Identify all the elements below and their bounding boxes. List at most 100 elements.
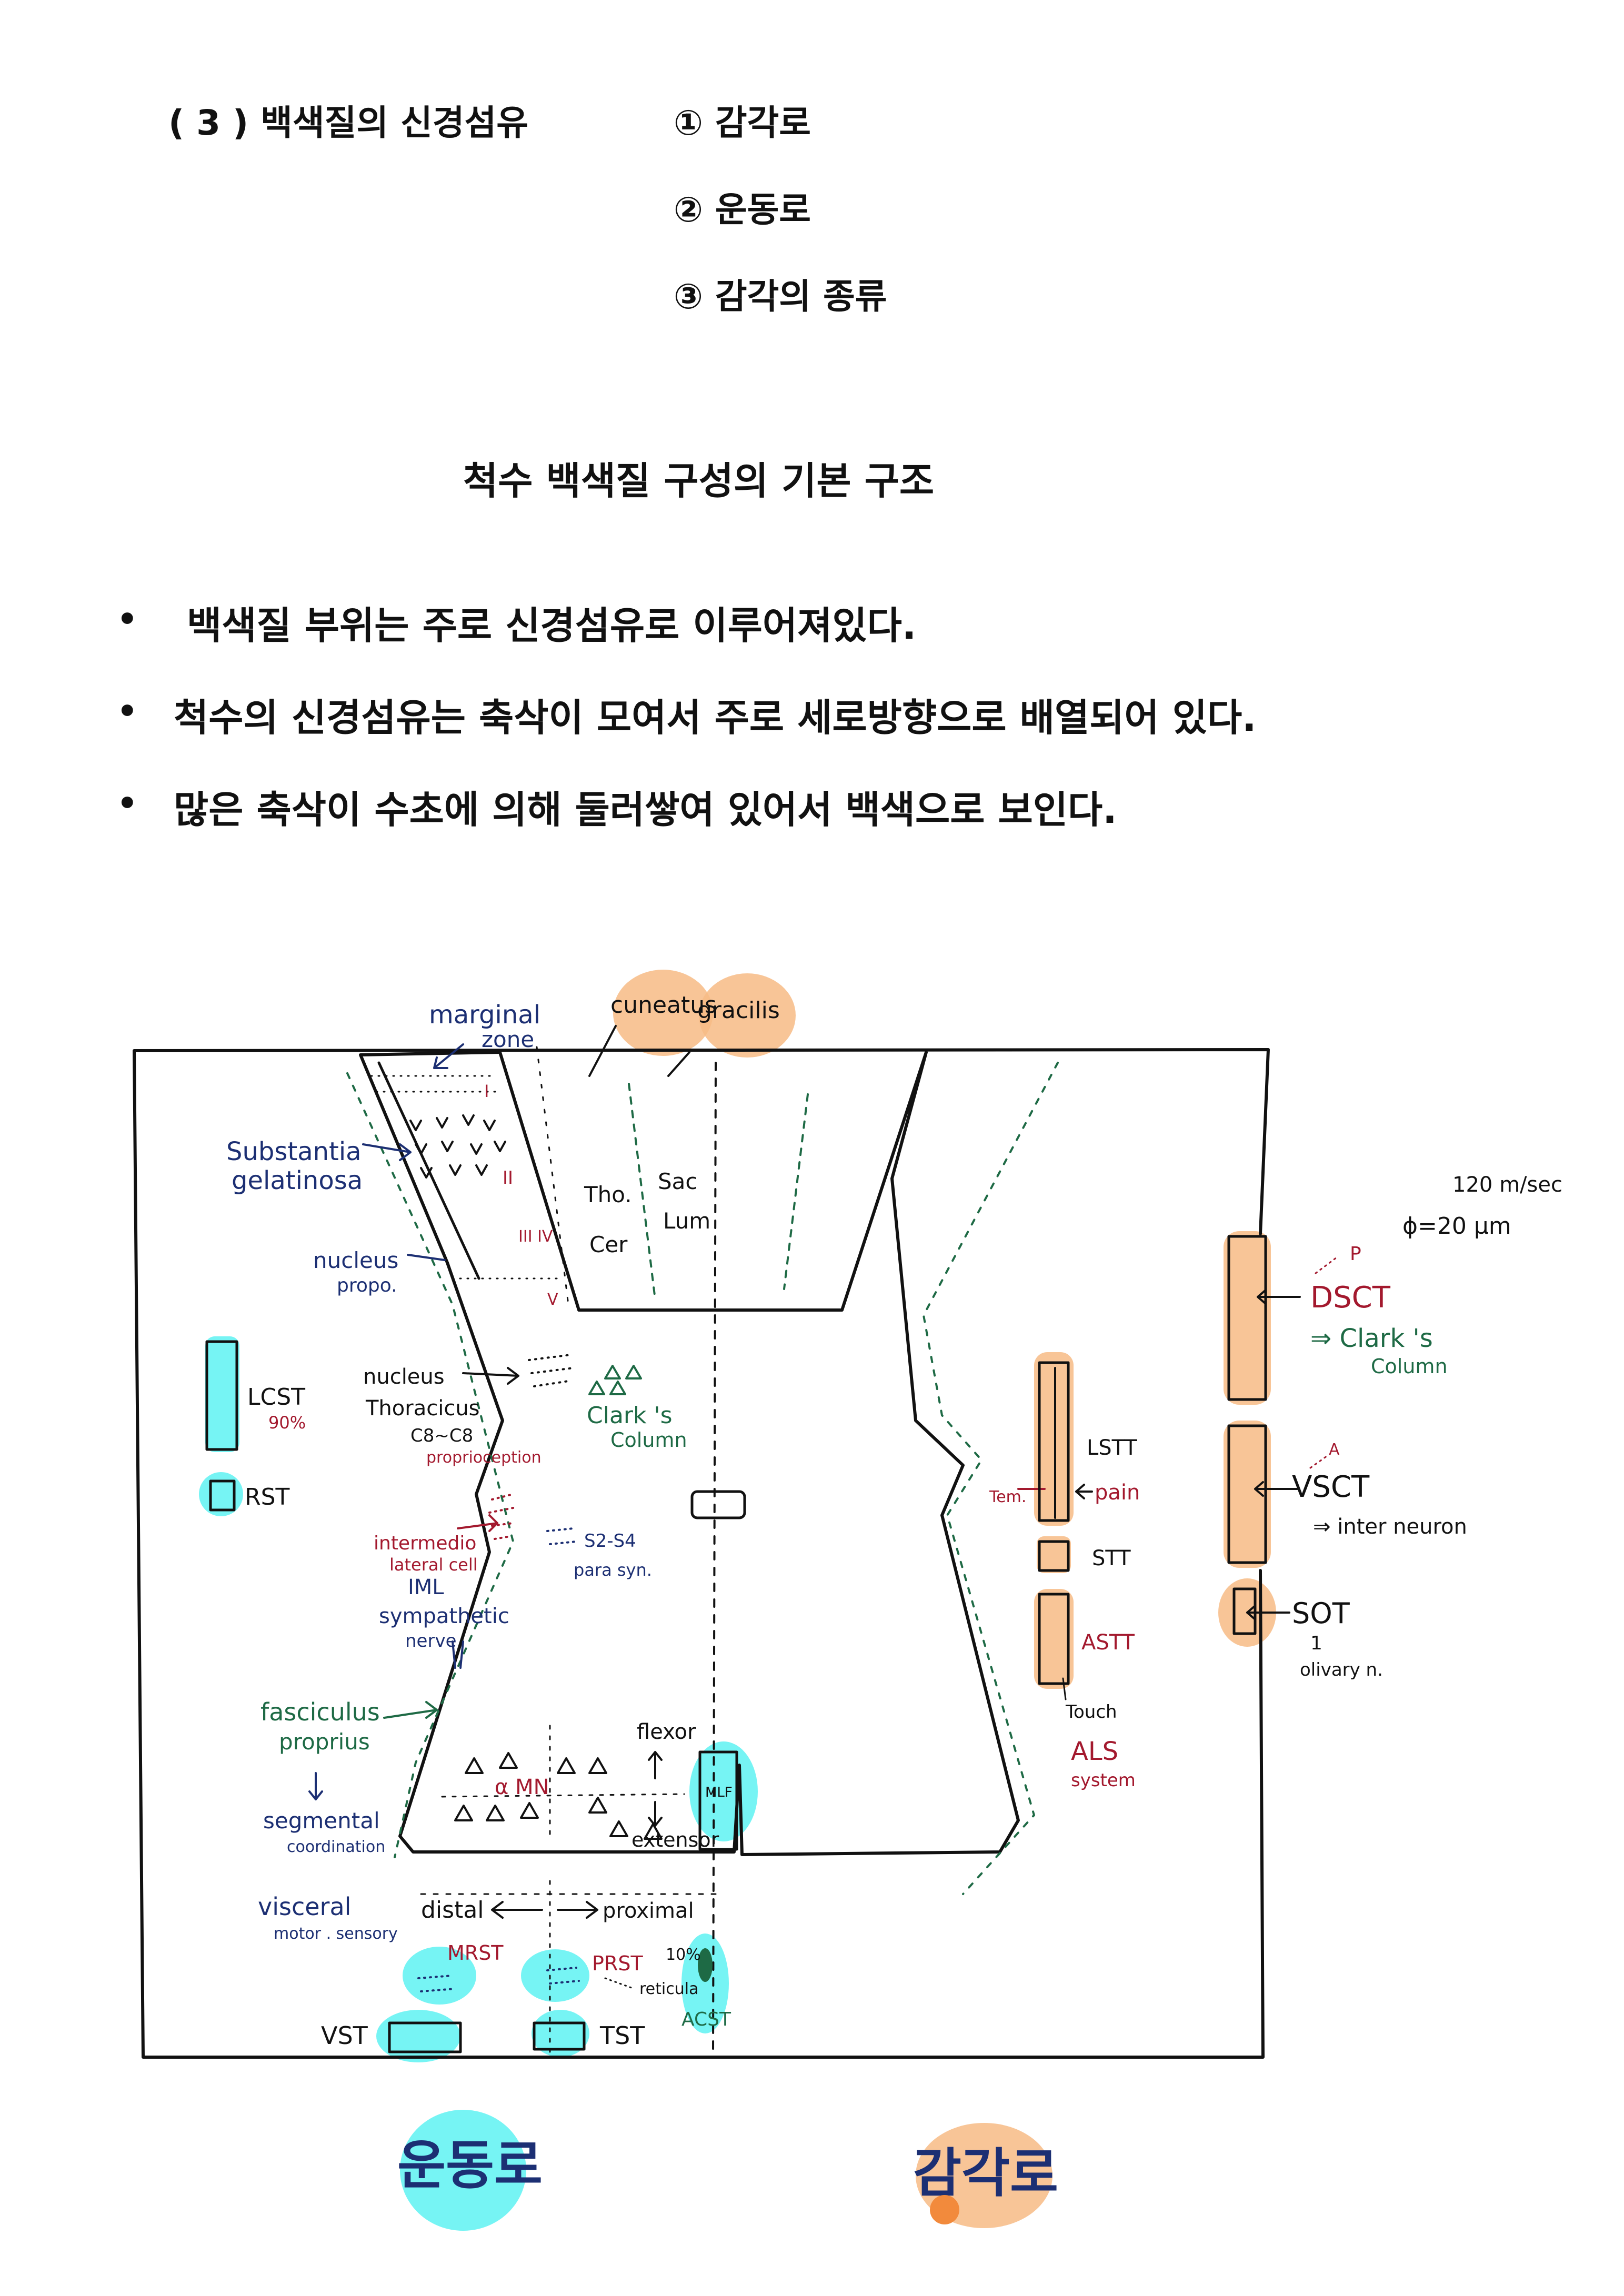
label-coordination: coordination [287, 1838, 385, 1856]
mrst-dots [417, 1975, 456, 1992]
sot-box [1232, 1587, 1257, 1635]
label-tem: Tem. [989, 1488, 1026, 1506]
acst-oval [698, 1948, 713, 1982]
vsct-arrow [1254, 1481, 1298, 1497]
gracilis-highlight [699, 973, 796, 1058]
label-mlf: MLF [705, 1785, 733, 1800]
stt-highlight [1037, 1536, 1071, 1573]
lcst-highlight [205, 1336, 239, 1452]
substantia-arrow [362, 1143, 412, 1161]
fasciculus-arrow [383, 1701, 438, 1719]
label-touch: Touch [1065, 1701, 1117, 1723]
lstt-highlight [1034, 1352, 1074, 1526]
label-sympathetic: sympathetic [379, 1604, 509, 1628]
white-matter-boundary-left [346, 1072, 514, 1858]
marginal-zone-arrow [433, 1043, 464, 1069]
bullet-marker: • [117, 600, 138, 638]
legend-sensory: 감각로 [913, 2142, 1058, 2204]
clarks-column-triangles [588, 1365, 642, 1395]
motor-legend-highlight [400, 2110, 526, 2231]
prst-dots [546, 1967, 580, 1985]
gracilis-arrow [667, 1051, 690, 1077]
label-olivary: olivary n. [1300, 1659, 1383, 1680]
label-extensor: extensor [631, 1828, 719, 1851]
label-segmental: segmental [263, 1808, 380, 1834]
astt-touch-line [1062, 1677, 1067, 1700]
label-gracilis: gracilis [697, 997, 780, 1024]
label-substantia: Substantia [226, 1137, 362, 1166]
substantia-v-marks [409, 1114, 506, 1179]
lstt-arrow [1075, 1484, 1093, 1499]
alpha-mn-triangles [454, 1752, 663, 1840]
label-sot: SOT [1292, 1597, 1350, 1630]
acst-highlight [681, 1934, 729, 2033]
cuneatus-highlight [613, 970, 713, 1056]
cuneatus-arrow [588, 1025, 617, 1077]
label-diameter: ϕ=20 μm [1402, 1213, 1511, 1240]
dorsal-column-boundary-right [783, 1093, 809, 1290]
label-speed: 120 m/sec [1452, 1173, 1562, 1197]
label-distal: distal [421, 1897, 484, 1924]
section-heading: ( 3 ) 백색질의 신경섬유 [168, 103, 528, 143]
stt-box [1038, 1540, 1070, 1572]
green-tract-line [536, 1046, 569, 1306]
mlf-box [698, 1750, 738, 1851]
label-astt: ASTT [1081, 1630, 1135, 1655]
label-tho: Tho. [584, 1182, 632, 1207]
bullet-marker: • [117, 784, 138, 822]
label-dsct: DSCT [1310, 1281, 1391, 1315]
label-clarks-2: Column [610, 1428, 687, 1452]
figure-title: 척수 백색질 구성의 기본 구조 [463, 459, 935, 503]
label-mrst: MRST [447, 1941, 504, 1965]
label-tst: TST [599, 2021, 645, 2050]
dsct-box [1227, 1235, 1267, 1401]
label-nucleus-thor-3: C8~C8 [410, 1425, 473, 1446]
section-item-motor-tract: ② 운동로 [674, 189, 811, 230]
prst-highlight [521, 1949, 589, 2002]
label-nerve: nerve [405, 1630, 456, 1651]
section-item-sensory-tract: ① 감각로 [674, 103, 811, 143]
label-proximal: proximal [603, 1899, 694, 1923]
label-vsct-note: ⇒ inter neuron [1313, 1515, 1467, 1539]
label-lcst-pct: 90% [268, 1413, 306, 1433]
mrst-highlight [403, 1947, 476, 2005]
flexor-up-arrow [648, 1751, 663, 1779]
vst-box [388, 2021, 462, 2053]
label-nucleus-thor-2: Thoracicus [365, 1396, 480, 1421]
label-iml: IML [408, 1575, 444, 1599]
label-acst: ACST [681, 2009, 731, 2030]
reticula-dots [604, 1977, 635, 1990]
tst-box [533, 2021, 586, 2051]
label-pain: pain [1095, 1481, 1140, 1505]
label-marginal: marginal [429, 1000, 540, 1030]
label-als-1: ALS [1071, 1737, 1118, 1766]
label-stt: STT [1092, 1546, 1131, 1570]
astt-highlight [1034, 1589, 1074, 1689]
label-motor-sensory: motor . sensory [274, 1925, 398, 1943]
midline [712, 1062, 717, 2053]
label-visceral: visceral [258, 1892, 351, 1921]
label-reticula: reticula [639, 1980, 698, 1998]
sensory-legend-dot [930, 2195, 959, 2224]
p-mark-dots [1315, 1256, 1338, 1274]
dorsal-column-boundary-left [628, 1083, 656, 1301]
label-flexor: flexor [637, 1720, 696, 1744]
label-s2s4: S2-S4 [584, 1530, 636, 1552]
label-vst: VST [321, 2021, 368, 2050]
distal-arrow [491, 1901, 543, 1919]
label-lamina-3-4: III IV [518, 1227, 553, 1246]
bullet-item: 많은 축삭이 수초에 의해 둘러쌓여 있어서 백색으로 보인다. [174, 788, 1117, 832]
motor-highlights [199, 1336, 758, 2231]
dsct-arrow [1257, 1289, 1301, 1305]
label-intermedio-1: intermedio [374, 1533, 476, 1554]
nucleus-thoracicus-dots [528, 1354, 575, 1387]
white-matter-boundary-right [923, 1062, 1059, 1895]
label-lamina-2: II [503, 1167, 513, 1189]
intermedio-dots [488, 1493, 517, 1540]
astt-box [1038, 1593, 1070, 1685]
label-dsct-note-2: Column [1371, 1355, 1448, 1378]
label-a-mark: A [1329, 1441, 1340, 1459]
bullet-item: 백색질 부위는 주로 신경섬유로 이루어져있다. [187, 603, 917, 648]
label-intermedio-2: lateral cell [389, 1555, 478, 1575]
label-nucleus-thor-1: nucleus [363, 1365, 445, 1389]
